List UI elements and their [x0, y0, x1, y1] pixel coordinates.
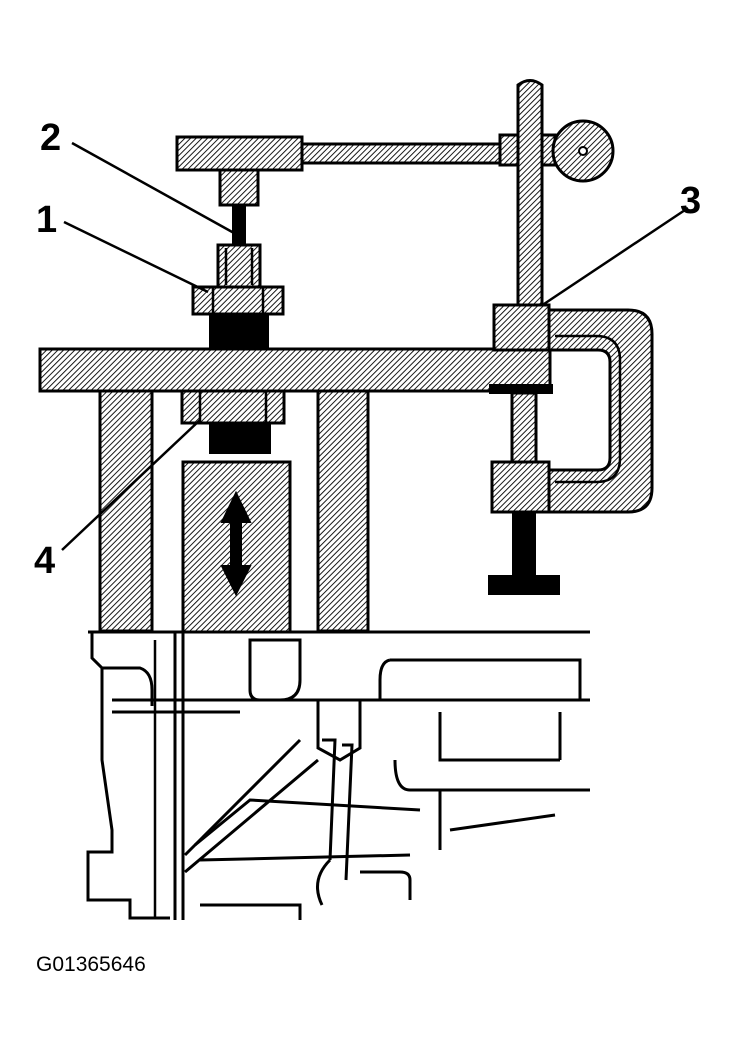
- leader-line-3: [543, 206, 689, 306]
- adapter-threaded-stem: [216, 243, 262, 289]
- indicator-stem-collar: [218, 168, 260, 207]
- clamp-lower-jaw: [490, 460, 551, 514]
- adapter-sleeve: [209, 313, 269, 351]
- clamp-upper-jaw: [492, 303, 551, 352]
- valve-adapter-stack: [191, 243, 285, 351]
- spring-retainer-assembly: [180, 389, 286, 454]
- dial-indicator-arm: [175, 119, 615, 244]
- cylinder-head: [86, 630, 590, 920]
- indicator-plunger: [232, 204, 246, 244]
- clamp-handle: [488, 575, 560, 595]
- bridge-beam: [38, 347, 552, 393]
- callout-3: 3: [680, 180, 701, 222]
- leader-line-1: [63, 220, 209, 294]
- stand-rod-upper: [516, 79, 544, 307]
- valve-block: [181, 460, 292, 634]
- callout-4: 4: [34, 540, 55, 582]
- left-support-leg: [98, 389, 154, 633]
- callout-2: 2: [40, 117, 61, 159]
- callout-leaders: [61, 141, 689, 551]
- clamp-screw-lower: [512, 511, 536, 577]
- indicator-head-block: [175, 135, 304, 172]
- up-down-arrow-icon: [220, 490, 252, 597]
- stand-rod: [516, 79, 544, 307]
- leader-line-2: [71, 141, 235, 235]
- indicator-rod: [300, 142, 509, 165]
- c-clamp: [488, 303, 654, 595]
- callout-1: 1: [36, 199, 57, 241]
- leader-line-4: [61, 419, 201, 551]
- clamp-screw: [510, 391, 538, 464]
- retainer-plate: [180, 389, 286, 425]
- figure-id-label: G01365646: [36, 953, 146, 976]
- retainer-collar: [209, 422, 271, 454]
- dial-gauge-pivot: [578, 146, 588, 156]
- center-support-leg: [316, 389, 370, 633]
